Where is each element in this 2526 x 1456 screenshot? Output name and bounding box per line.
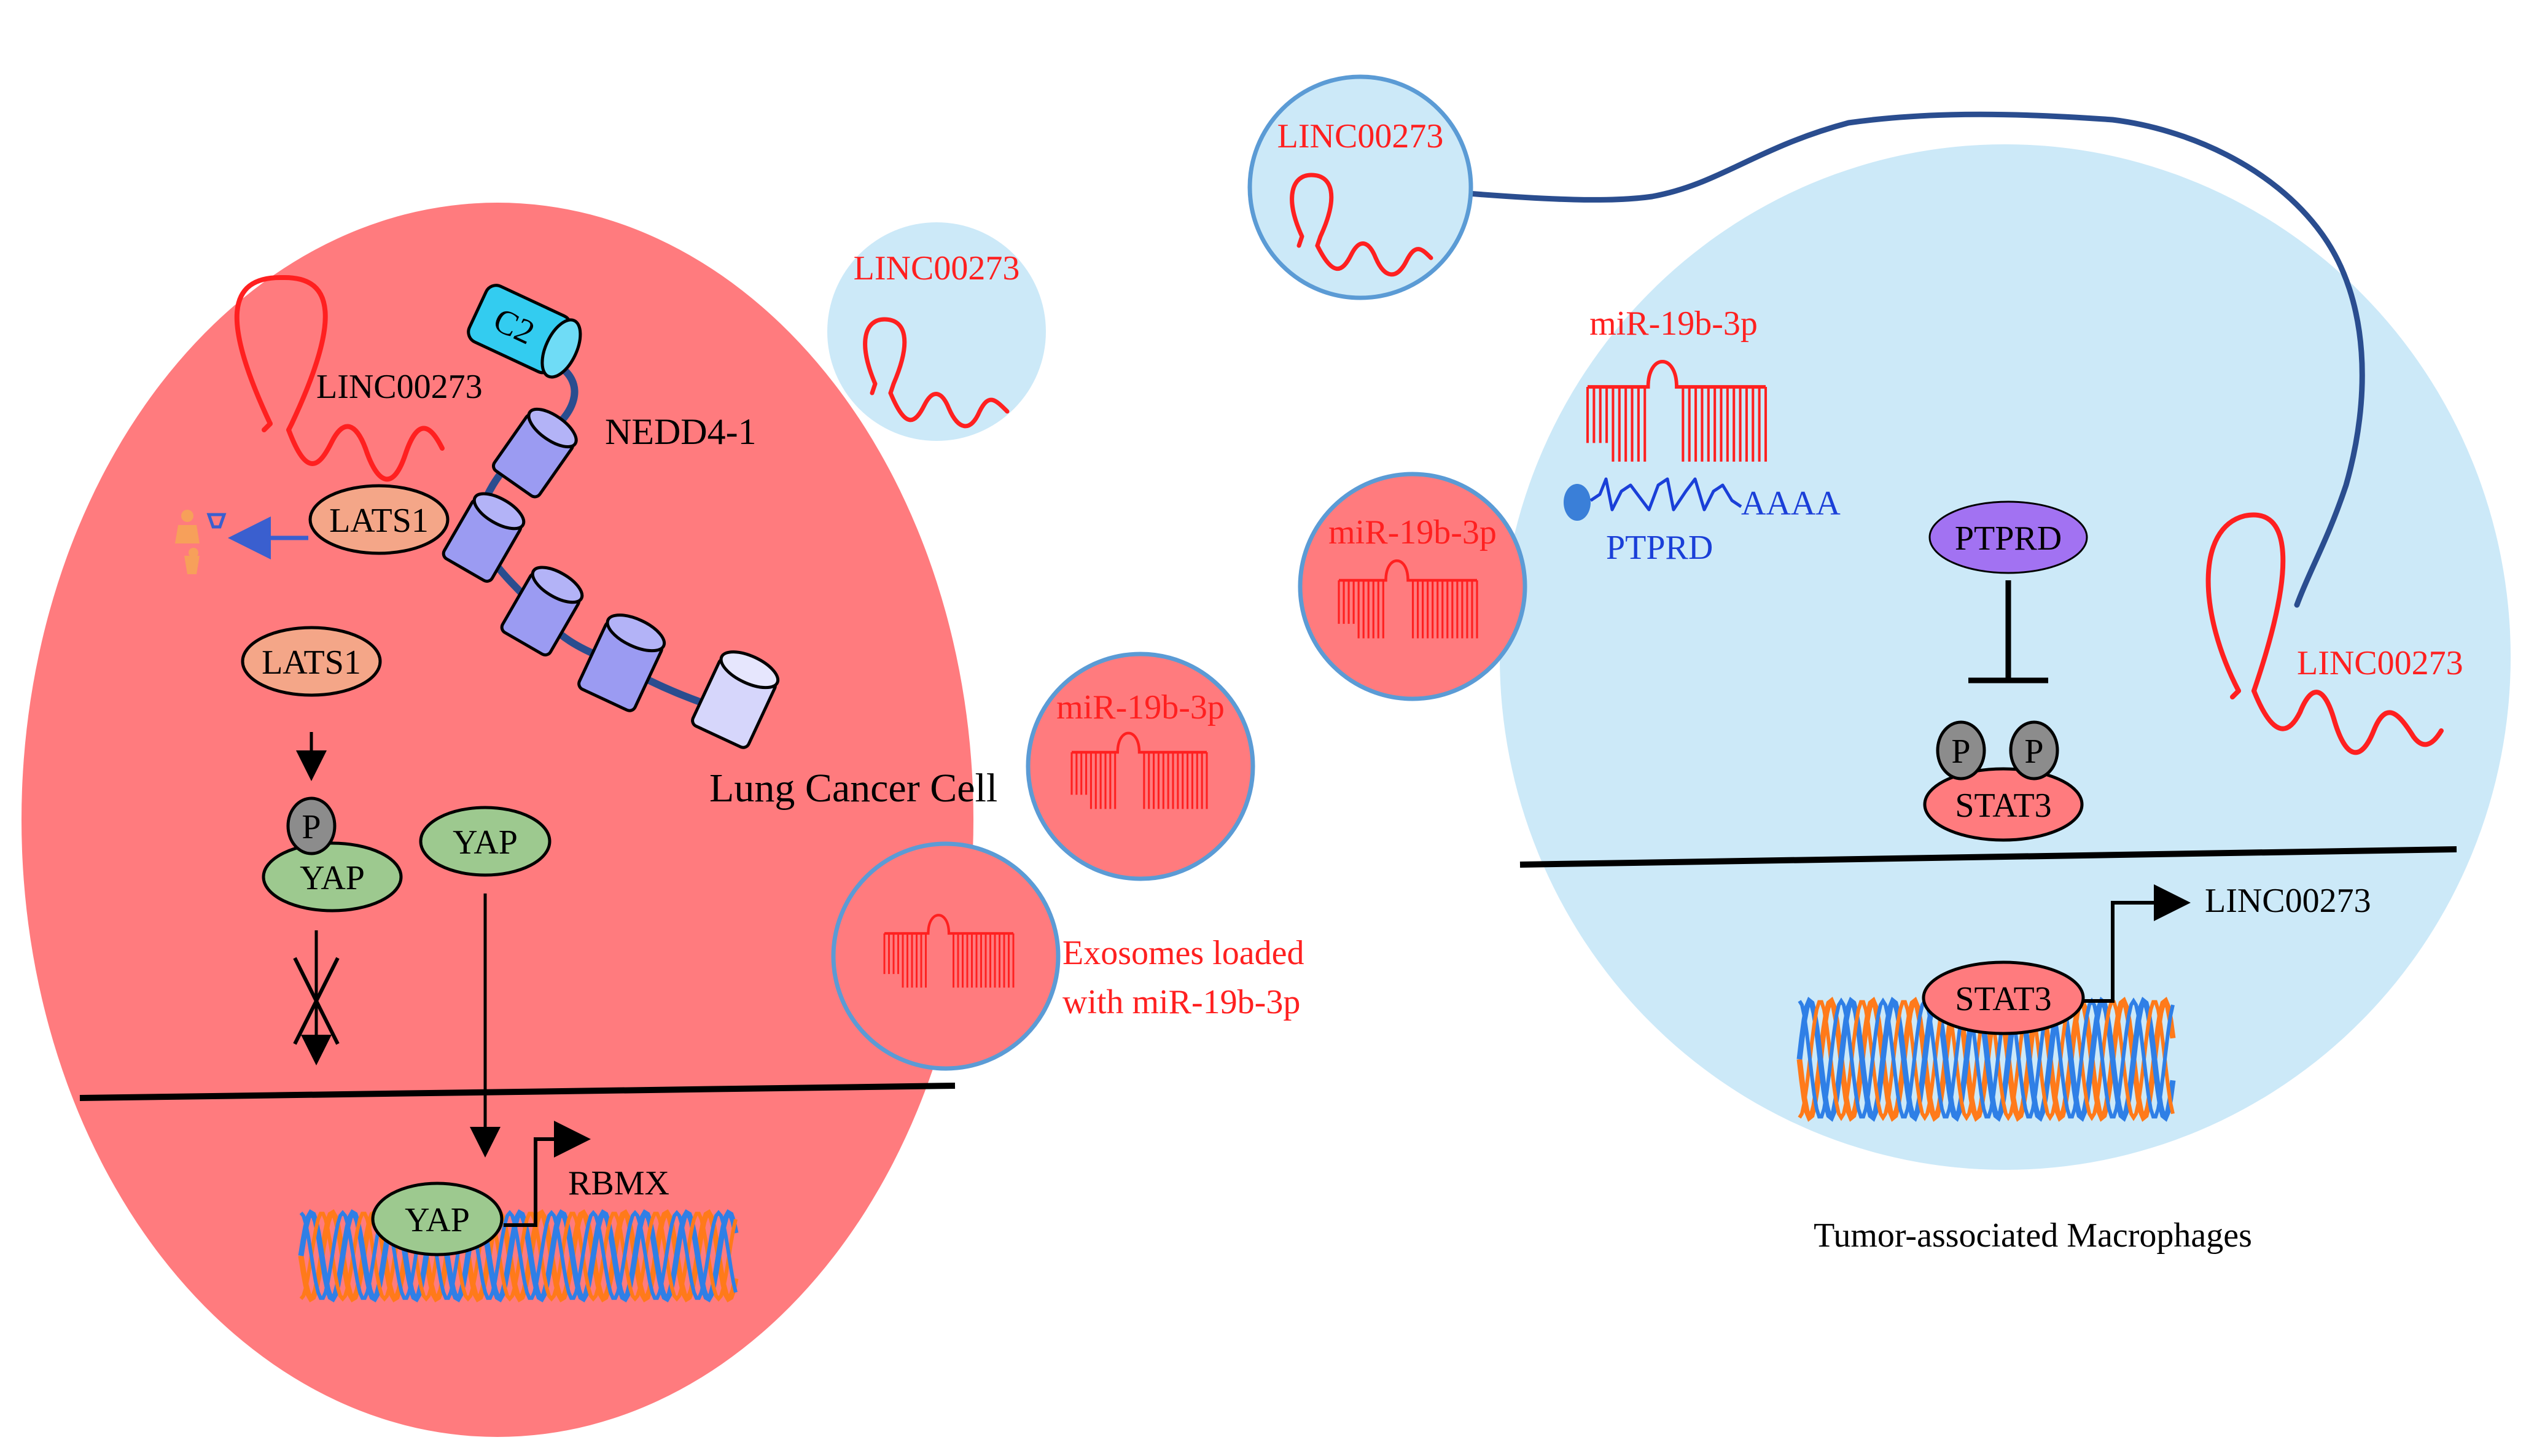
exosome-linc00273-macro: LINC00273 [1247,74,1473,300]
yap-label-nucleus: YAP [405,1201,470,1239]
ww-domain [492,407,578,499]
c2-domain: C2 [467,284,582,379]
ptprd-protein-label: PTPRD [1955,520,2062,558]
macrophage-nuclear-membrane [1519,846,2457,868]
nedd4-1-protein: C2 [442,284,780,749]
mir19b-hairpin-icon [1070,731,1208,809]
yap-free: YAP [419,806,552,877]
yap-label-free: YAP [453,823,518,862]
yap-label-phospho: YAP [300,859,365,897]
lung-cancer-cell-label: Lung Cancer Cell [709,766,997,811]
ww-domain [442,492,526,583]
linc00273-transcription-arrow [2084,884,2191,1003]
ptprd-inhibits-stat3 [1968,580,2048,683]
yap-nucleus: YAP [371,1182,504,1256]
linc00273-transport-fiber [1465,111,2365,608]
exosomes-loaded-line1: Exosomes loaded [1062,934,1304,972]
rbmx-label: RBMX [568,1164,669,1202]
dna-helix-macrophage [1796,997,2176,1122]
linc00273-label-exosome-macro: LINC00273 [1277,117,1444,155]
mir19b-hairpin-macrophage [1586,360,1768,462]
ww-domain [500,566,584,656]
linc00273-rna-macrophage [2205,512,2444,755]
exosome-loaded: Exosomes loaded with miR-19b-3p [831,841,1304,1071]
cancer-nuclear-membrane [79,1083,956,1101]
p-label-right: P [2024,733,2043,771]
lats1-label-mid: LATS1 [262,644,361,682]
p-label-left: P [1951,733,1970,771]
ptprd-mrna-label: PTPRD [1606,529,1713,567]
tail-domain [691,650,780,749]
exosome-mir19b-cancer: miR-19b-3p [1026,652,1255,881]
mir19b-label-exosome: miR-19b-3p [1056,688,1225,726]
linc00273-rna-cancer [234,274,445,482]
exosome-mir19b-macro: miR-19b-3p [1298,472,1527,701]
stat3-label-nucleus: STAT3 [1955,980,2051,1018]
blocked-nuclear-entry [293,930,340,1065]
lats1-ubiquitinated: LATS1 [308,484,450,555]
linc00273-label-exosome-top: LINC00273 [854,249,1020,287]
linc00273-label-cancer: LINC00273 [316,368,483,406]
degraded-fragments-icon [175,510,227,574]
hect-domain [577,613,666,712]
phospho-yap: P YAP [262,796,403,913]
mir19b-hairpin-icon [1338,559,1478,639]
mir19b-label-macrophage: miR-19b-3p [1589,305,1758,343]
exosomes-loaded-line2: with miR-19b-3p [1062,983,1300,1021]
linc00273-output-label: LINC00273 [2205,882,2371,920]
stat3-nucleus: STAT3 [1922,960,2085,1035]
mrna-cap-icon [1564,484,1591,521]
rbmx-transcription-arrow [504,1121,591,1227]
linc00273-label-macrophage: LINC00273 [2297,644,2463,682]
macrophage-cell-label: Tumor-associated Macrophages [1814,1217,2252,1255]
exosome-linc00273-top: LINC00273 [827,222,1046,441]
mir19b-hairpin-icon [883,914,1015,988]
lats1-free: LATS1 [241,626,382,697]
mir19b-label-exosome-macro: miR-19b-3p [1328,513,1497,551]
polya-tail-label: AAAA [1741,485,1841,523]
phospho-stat3: P P STAT3 [1923,720,2084,842]
nedd4-1-label: NEDD4-1 [605,411,757,452]
ptprd-mrna: AAAA PTPRD [1564,477,1841,567]
stat3-label-top: STAT3 [1955,787,2051,825]
p-label-cancer: P [302,808,321,846]
ptprd-protein: PTPRD [1928,500,2088,574]
lats1-label-top: LATS1 [329,502,429,540]
